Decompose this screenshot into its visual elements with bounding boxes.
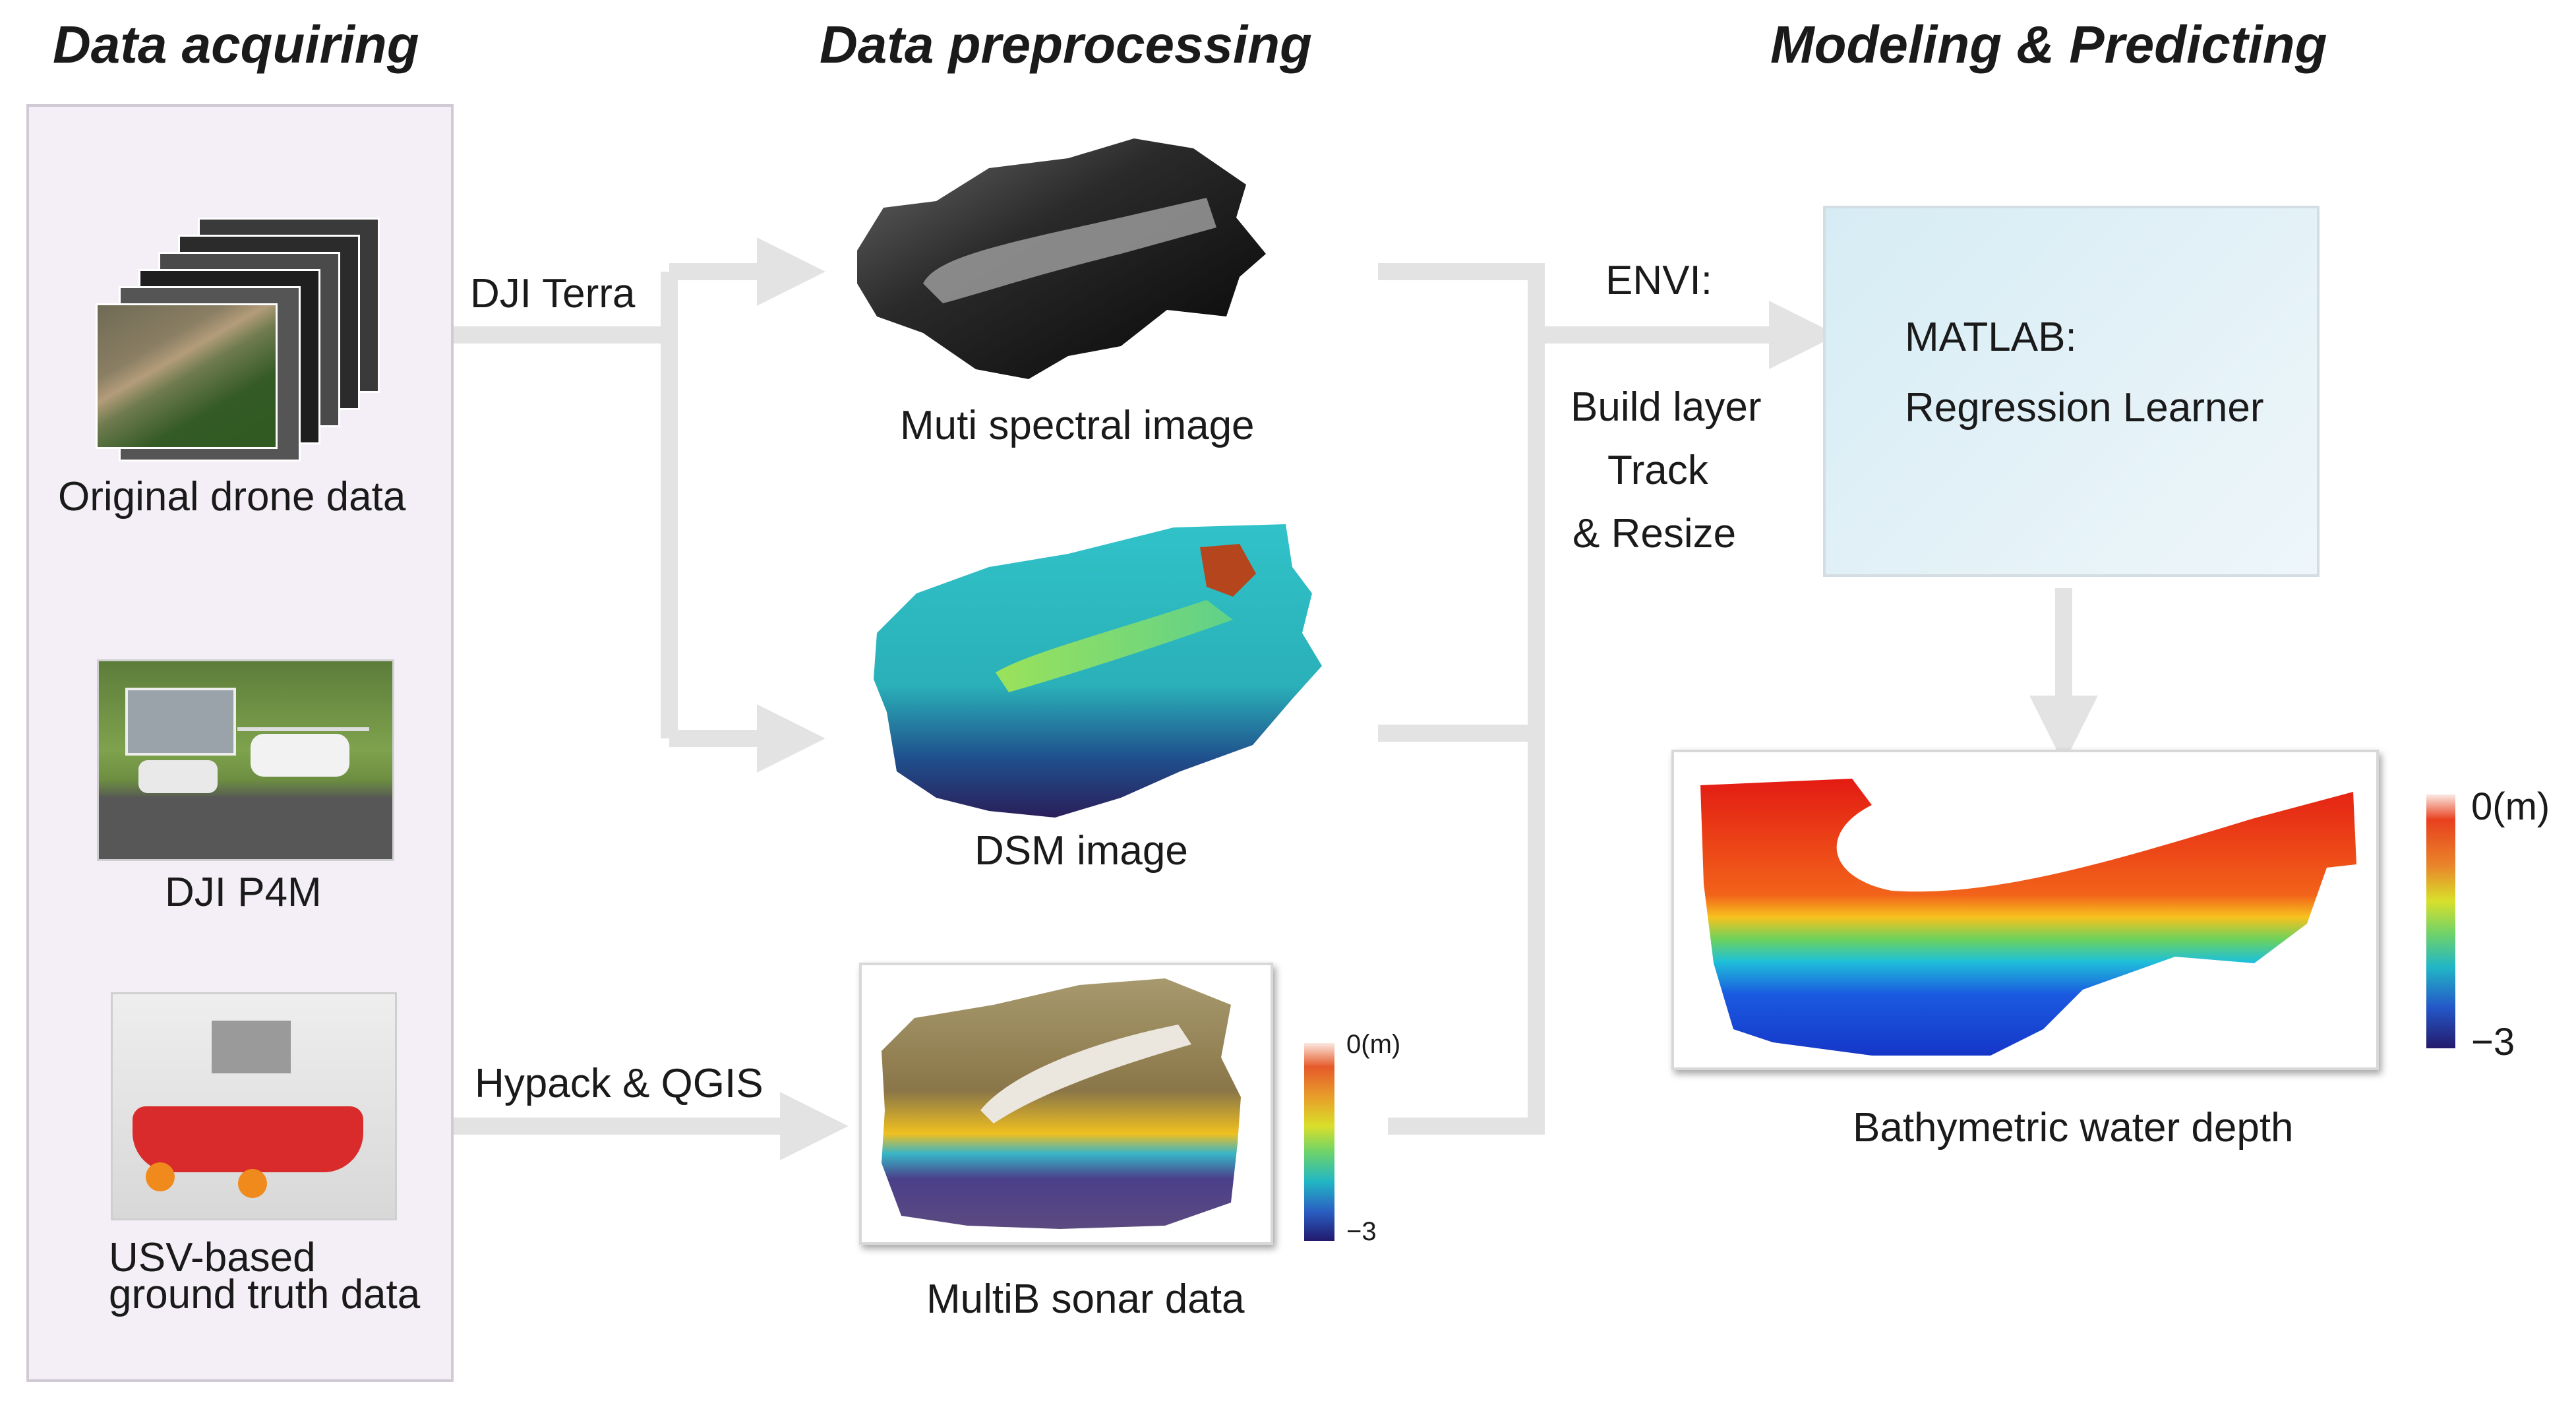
bathymetry-color-scale [2426, 794, 2455, 1048]
sonar-scale-top-label: 0(m) [1346, 1030, 1401, 1059]
drone-body [251, 734, 349, 777]
dji-p4m-label: DJI P4M [165, 870, 322, 915]
sonar-map [882, 978, 1241, 1229]
usv-label: USV-based ground truth data [109, 1235, 421, 1317]
heading-data-acquiring: Data acquiring [53, 15, 419, 74]
sonar-color-scale [1304, 1043, 1334, 1241]
bathymetry-map [1671, 750, 2379, 1070]
multispectral-label: Muti spectral image [900, 403, 1255, 448]
sonar-data-image [859, 963, 1273, 1245]
heading-modeling-predicting: Modeling & Predicting [1770, 15, 2327, 74]
envi-step-resize: & Resize [1573, 511, 1737, 556]
bathymetry-shape [1700, 779, 2356, 1056]
matlab-label: MATLAB: [1905, 314, 2077, 360]
envi-step-build-layer: Build layer [1571, 384, 1762, 430]
heading-data-preprocessing: Data preprocessing [820, 15, 1312, 74]
bathymetry-scale-bottom-label: −3 [2471, 1021, 2515, 1063]
original-drone-data-label: Original drone data [58, 474, 406, 520]
remote-controller-screen [125, 688, 236, 756]
arrow-merge [1378, 263, 1545, 1135]
matlab-box: MATLAB: Regression Learner [1823, 206, 2320, 577]
usv-photo [111, 992, 397, 1220]
dji-terra-label: DJI Terra [470, 271, 636, 316]
drone-image-stack [92, 211, 382, 462]
usv-hull [133, 1106, 363, 1172]
hypack-qgis-label: Hypack & QGIS [475, 1061, 764, 1106]
sonar-label: MultiB sonar data [926, 1276, 1245, 1322]
bathymetry-scale-top-label: 0(m) [2471, 785, 2550, 828]
envi-label: ENVI: [1605, 258, 1712, 303]
bathymetry-label: Bathymetric water depth [1853, 1105, 2294, 1151]
envi-step-track: Track [1607, 448, 1708, 493]
dsm-label: DSM image [974, 828, 1188, 874]
sonar-scale-bottom-label: −3 [1346, 1217, 1377, 1246]
dji-p4m-photo [97, 659, 394, 861]
regression-learner-label: Regression Learner [1905, 385, 2264, 431]
rgb-drone-photo [96, 303, 278, 449]
